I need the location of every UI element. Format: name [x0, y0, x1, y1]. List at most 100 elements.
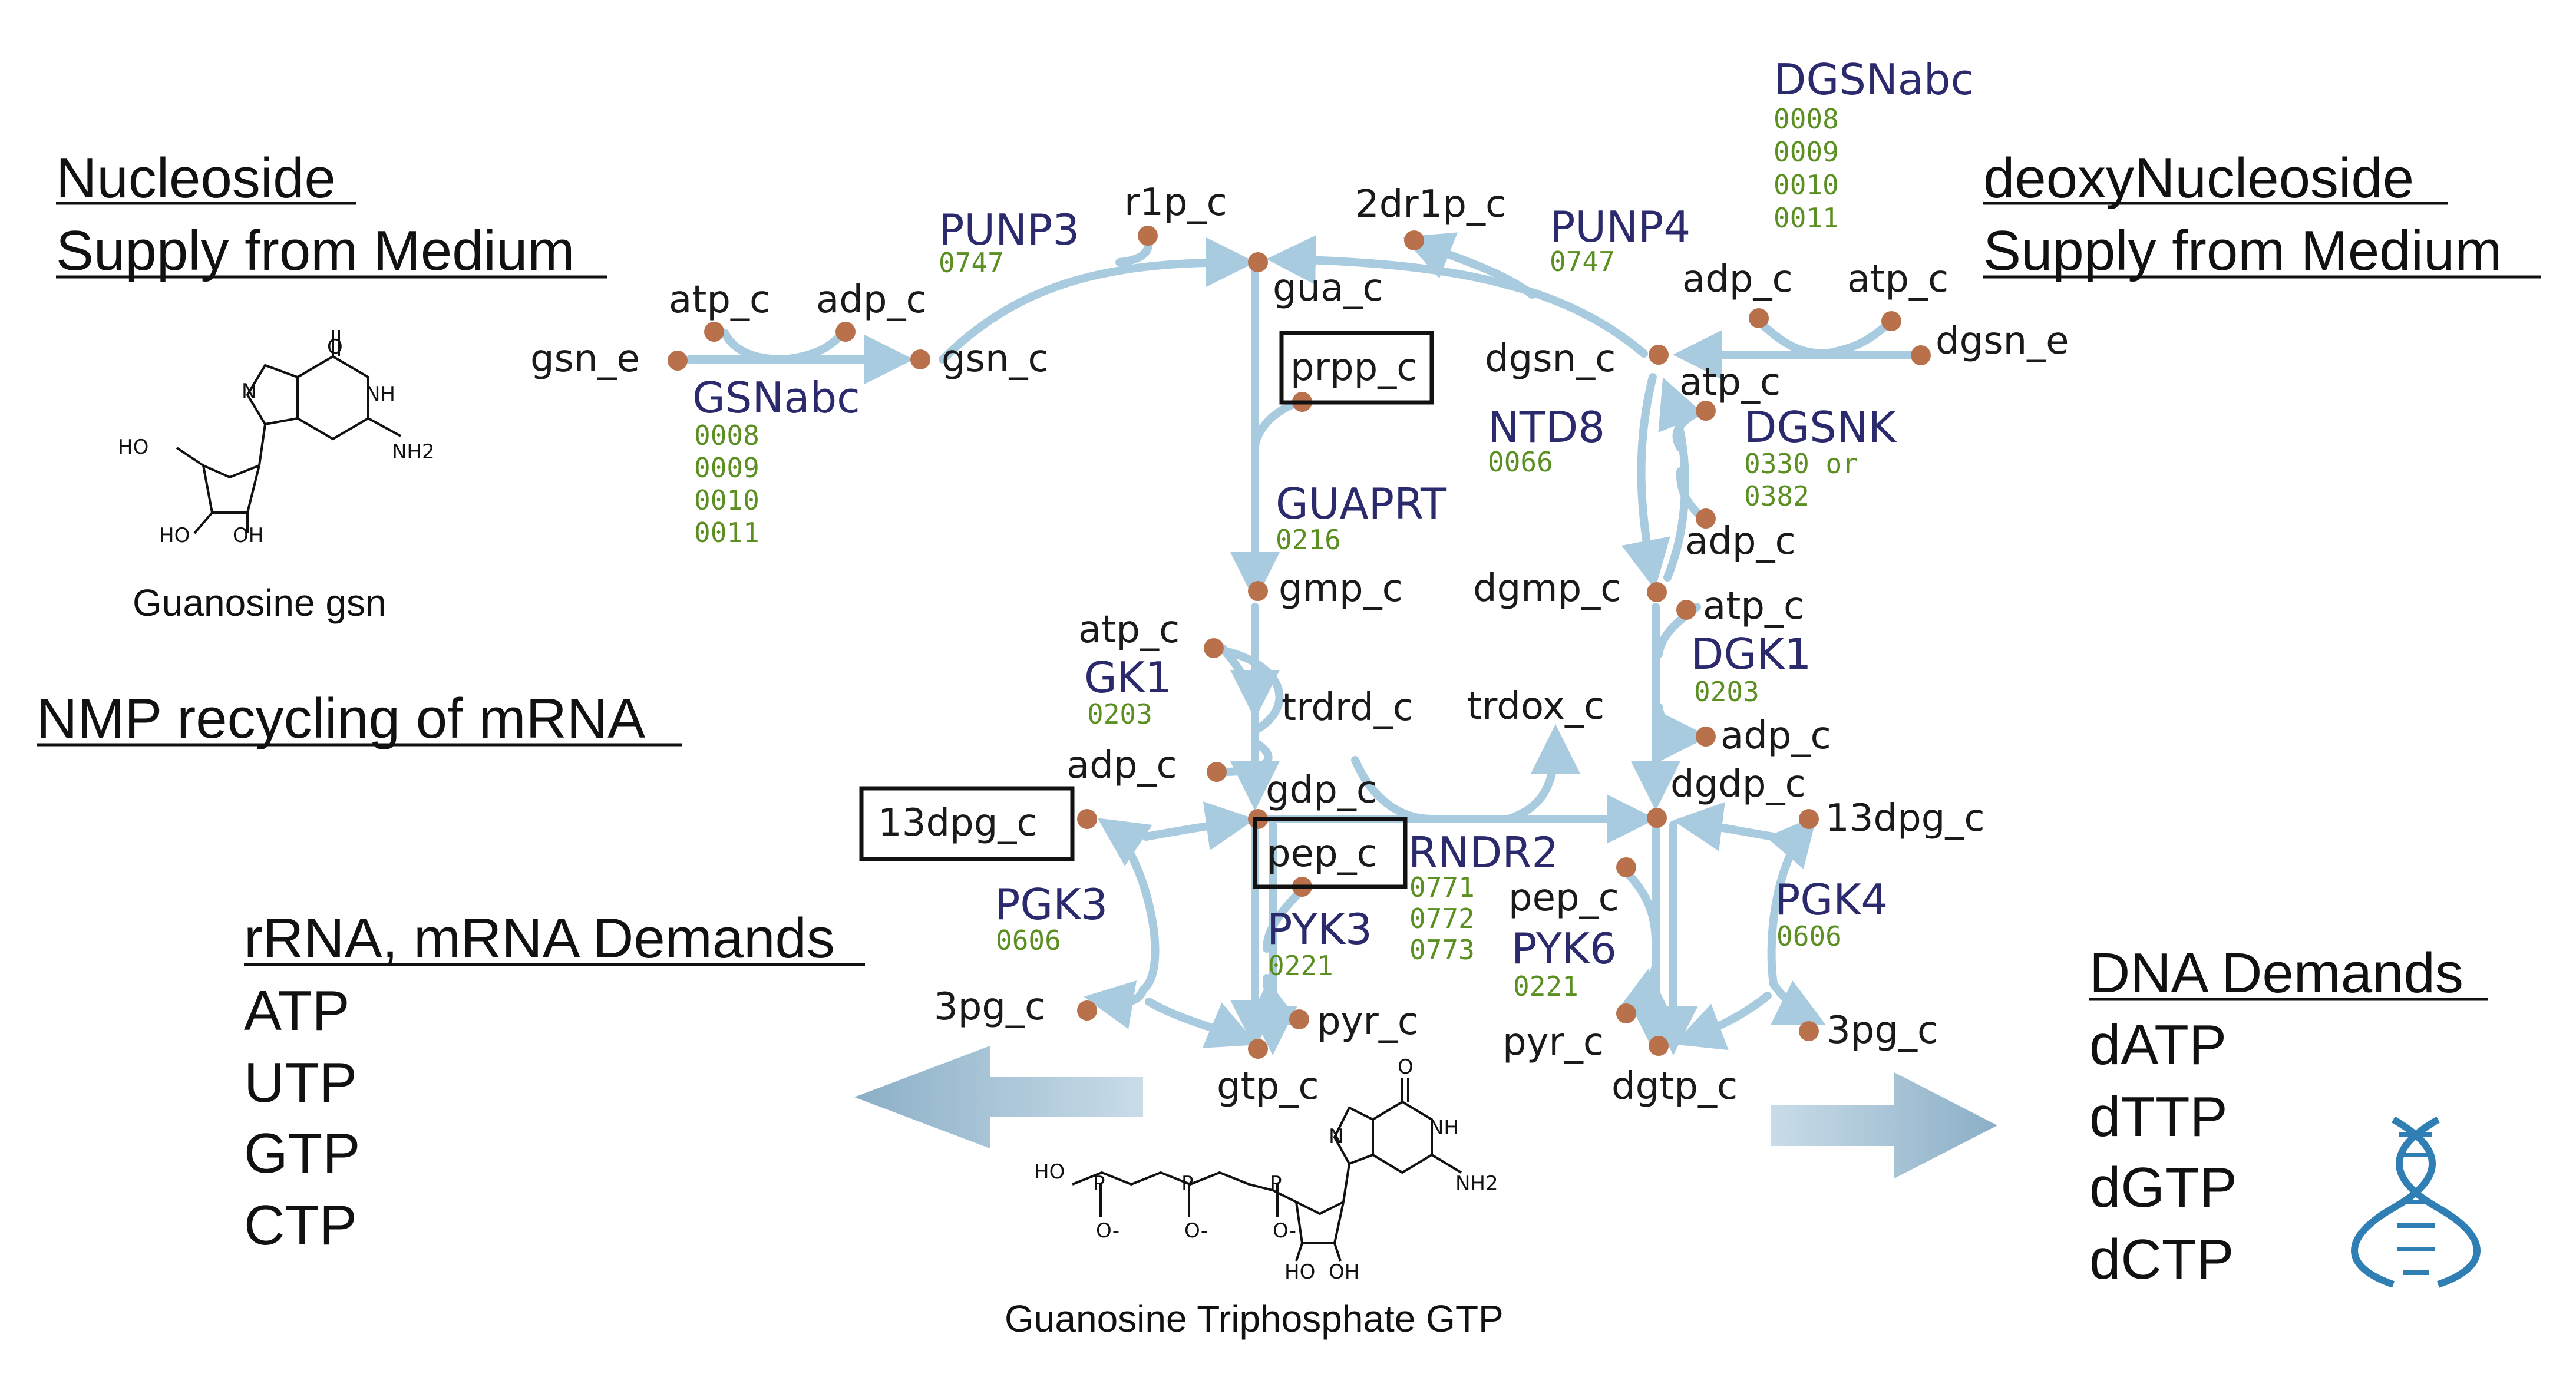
metabolite-pyr-c-2: pyr_c [1502, 1021, 1604, 1064]
gtp-atom-ho-2: HO [1284, 1260, 1315, 1284]
left-big-arrow [854, 1046, 1143, 1148]
gene-pyk6: 0221 [1513, 970, 1578, 1002]
guanosine-atom-nh: NH [365, 382, 395, 406]
pep-box [1253, 817, 1408, 889]
dpg-left-box [859, 786, 1075, 861]
metabolite-nodes [668, 226, 1931, 1059]
metabolite-labels: gsn_e atp_c adp_c gsn_c r1p_c gua_c 2dr1… [530, 181, 2069, 1108]
deoxy-line1: deoxyNucleoside [1983, 147, 2414, 210]
enzyme-punp3: PUNP3 [939, 205, 1079, 255]
pathway-edges [685, 232, 1913, 1055]
gene-dgsnabc-4: 0011 [1774, 202, 1839, 234]
guanosine-atom-oh: OH [233, 524, 263, 547]
gene-guaprt: 0216 [1276, 524, 1341, 556]
enzyme-dgk1: DGK1 [1691, 629, 1811, 679]
guanosine-atom-o: O [327, 335, 343, 359]
gene-pyk3: 0221 [1268, 950, 1333, 982]
gtp-structure: O NH N NH2 HO P P P O- O- O- HO OH [1034, 1055, 1498, 1284]
enzyme-pyk6: PYK6 [1511, 924, 1617, 973]
metabolite-atp-c-1: atp_c [669, 278, 770, 322]
rrna-demands-block: rRNA, mRNA Demands ATP UTP GTP CTP [244, 907, 865, 1257]
enzyme-gsnabc: GSNabc [692, 373, 860, 422]
enzyme-gk1: GK1 [1084, 653, 1172, 702]
rrna-title: rRNA, mRNA Demands [244, 907, 835, 970]
gtp-atom-nh: NH [1429, 1116, 1459, 1140]
metabolite-atp-c-3: atp_c [1679, 361, 1781, 404]
metabolite-atp-c-5: atp_c [1078, 608, 1180, 652]
gtp-atom-ominus1: O- [1096, 1219, 1119, 1243]
deoxy-line2: Supply from Medium [1983, 219, 2502, 282]
metabolite-2dr1p-c: 2dr1p_c [1355, 183, 1506, 226]
gene-rndr2-2: 0772 [1409, 903, 1475, 934]
gtp-atom-ominus3: O- [1273, 1219, 1296, 1243]
dna-item-dttp: dTTP [2089, 1085, 2228, 1148]
gtp-atom-o: O [1398, 1055, 1414, 1079]
gene-gsnabc-3: 0010 [694, 484, 759, 516]
gene-rndr2-3: 0773 [1409, 934, 1475, 966]
guanosine-atom-ho: HO [118, 435, 148, 459]
gene-pgk3: 0606 [996, 924, 1061, 956]
gtp-caption: Guanosine Triphosphate GTP [1005, 1297, 1504, 1340]
metabolite-trdrd-c: trdrd_c [1282, 686, 1414, 729]
metabolite-adp-c-4: adp_c [1066, 744, 1177, 787]
metabolite-adp-c-3: adp_c [1685, 520, 1796, 563]
metabolite-trdox-c: trdox_c [1467, 685, 1604, 728]
metabolite-adp-c-1: adp_c [816, 278, 927, 322]
metabolite-pyr-c-1: pyr_c [1317, 1000, 1418, 1044]
metabolite-gdp-c: gdp_c [1266, 768, 1377, 812]
metabolite-gtp-c: gtp_c [1217, 1065, 1319, 1108]
gene-dgsnabc-2: 0009 [1774, 136, 1839, 168]
nmp-recycling-text: NMP recycling of mRNA [37, 687, 645, 750]
gene-dgsnk-1: 0330 or [1744, 448, 1858, 480]
metabolite-pep-c-2: pep_c [1508, 876, 1619, 920]
gene-dgsnabc-3: 0010 [1774, 169, 1839, 201]
gene-rndr2-1: 0771 [1409, 871, 1475, 903]
nucleoside-line1: Nucleoside [56, 147, 336, 210]
metabolite-dgtp-c: dgtp_c [1611, 1065, 1738, 1108]
gtp-atom-p1: P [1093, 1172, 1105, 1196]
rrna-item-utp: UTP [244, 1051, 357, 1114]
metabolite-dgsn-c: dgsn_c [1485, 337, 1616, 381]
gene-gk1: 0203 [1087, 698, 1152, 730]
metabolite-13dpg-c-left: 13dpg_c [878, 801, 1038, 845]
enzyme-guaprt: GUAPRT [1276, 479, 1447, 529]
enzyme-labels: PUNP3 0747 PUNP4 0747 DGSNabc 0008 0009 … [692, 55, 1974, 1002]
deoxynucleoside-supply-heading: deoxyNucleoside Supply from Medium [1983, 147, 2541, 282]
gtp-atom-p3: P [1270, 1172, 1282, 1196]
guanosine-caption: Guanosine gsn [133, 582, 387, 624]
enzyme-ntd8: NTD8 [1488, 402, 1605, 452]
gene-dgk1: 0203 [1694, 676, 1759, 708]
metabolite-dgdp-c: dgdp_c [1670, 762, 1806, 806]
metabolite-prpp-c: prpp_c [1290, 346, 1417, 389]
gtp-atom-n: N [1329, 1125, 1343, 1148]
metabolite-adp-c-5: adp_c [1720, 714, 1831, 758]
metabolite-gsn-e: gsn_e [530, 337, 640, 381]
enzyme-dgsnk: DGSNK [1744, 402, 1897, 452]
gene-dgsnk-2: 0382 [1744, 480, 1809, 512]
dna-helix-icon [2351, 1116, 2481, 1288]
gene-ntd8: 0066 [1488, 446, 1553, 478]
guanosine-structure: O NH N NH2 HO HO OH [118, 330, 435, 547]
dna-item-dgtp: dGTP [2089, 1156, 2237, 1219]
gtp-atom-oh: OH [1329, 1260, 1359, 1284]
metabolite-gua-c: gua_c [1273, 266, 1383, 310]
gtp-atom-ominus2: O- [1184, 1219, 1208, 1243]
gene-gsnabc-4: 0011 [694, 517, 759, 549]
metabolite-3pg-c-left: 3pg_c [934, 985, 1045, 1029]
gene-punp3: 0747 [939, 247, 1004, 279]
dna-item-dctp: dCTP [2089, 1228, 2234, 1291]
gene-gsnabc-1: 0008 [694, 420, 759, 451]
enzyme-pyk3: PYK3 [1267, 904, 1372, 954]
right-big-arrow [1771, 1072, 1997, 1178]
dna-item-datp: dATP [2089, 1013, 2227, 1076]
enzyme-punp4: PUNP4 [1550, 202, 1690, 252]
metabolite-atp-c-2: atp_c [1847, 257, 1948, 301]
enzyme-rndr2: RNDR2 [1408, 828, 1558, 877]
metabolite-pep-c-1: pep_c [1267, 832, 1378, 876]
rrna-item-atp: ATP [244, 979, 350, 1042]
guanosine-atom-n: N [242, 379, 256, 403]
nucleoside-line2: Supply from Medium [56, 219, 574, 282]
dna-demands-block: DNA Demands dATP dTTP dGTP dCTP [2089, 942, 2488, 1291]
enzyme-pgk3: PGK3 [995, 880, 1108, 929]
dna-title: DNA Demands [2089, 942, 2463, 1005]
